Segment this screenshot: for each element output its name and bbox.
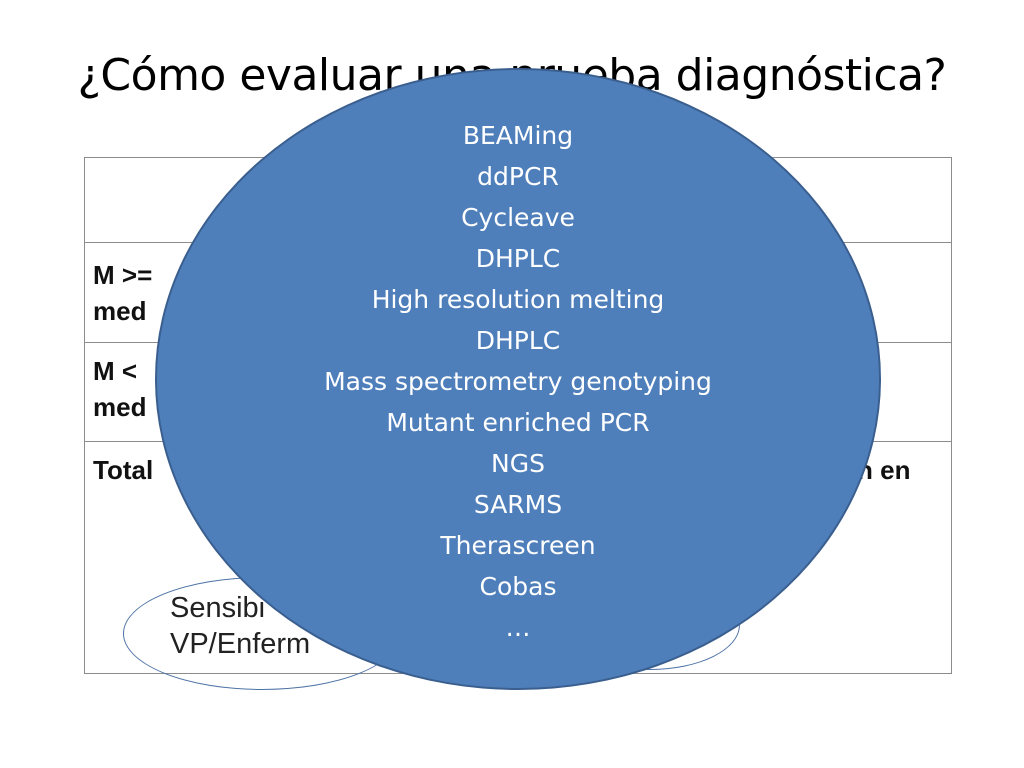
row-label-line2: med bbox=[93, 392, 147, 422]
method-item: Therascreen bbox=[440, 531, 596, 560]
method-item: … bbox=[505, 613, 531, 642]
method-item: SARMS bbox=[473, 490, 563, 519]
row-label-line1: Total bbox=[93, 455, 154, 485]
method-item: Mass spectrometry genotyping bbox=[324, 367, 712, 396]
row-label-line1: M >= bbox=[93, 260, 153, 290]
method-item: Cobas bbox=[479, 572, 557, 601]
method-item: DHPLC bbox=[475, 326, 561, 355]
method-item: NGS bbox=[491, 449, 545, 478]
method-item: DHPLC bbox=[475, 244, 561, 273]
row-label-line1: M < bbox=[93, 356, 138, 386]
methods-ellipse bbox=[155, 68, 881, 690]
row-label-line2: med bbox=[93, 296, 147, 326]
method-item: Mutant enriched PCR bbox=[386, 408, 650, 437]
methods-list: BEAMing ddPCR Cycleave DHPLC High resolu… bbox=[155, 115, 881, 648]
method-item: Cycleave bbox=[461, 203, 575, 232]
method-item: High resolution melting bbox=[371, 285, 665, 314]
method-item: BEAMing bbox=[462, 121, 574, 150]
method-item: ddPCR bbox=[477, 162, 559, 191]
